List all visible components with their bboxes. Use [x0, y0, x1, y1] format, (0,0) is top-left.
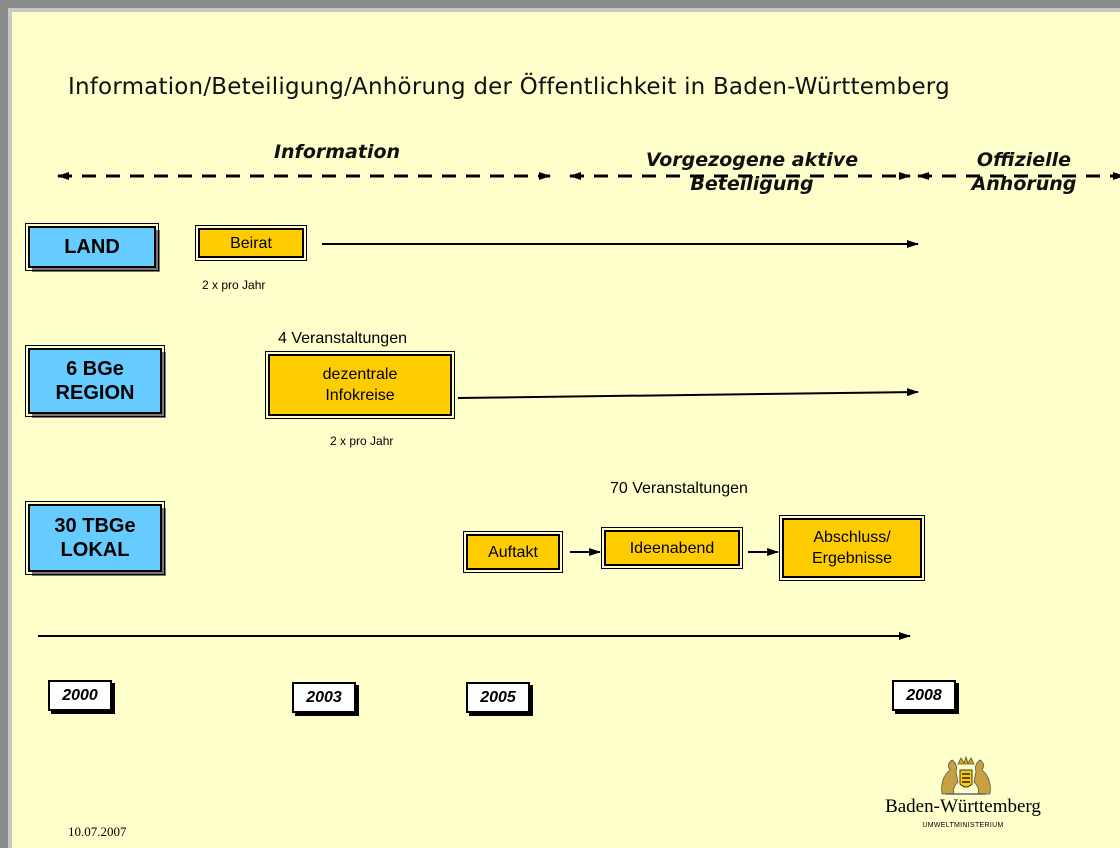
- year-2008: 2008: [892, 680, 956, 711]
- box-auftakt: Auftakt: [463, 531, 563, 573]
- infokreise-frequency: 2 x pro Jahr: [330, 434, 394, 448]
- phase-information: Information: [252, 140, 422, 164]
- box-infokreise-line1: dezentrale: [322, 366, 398, 383]
- box-abschluss-line2: Ergebnisse: [811, 550, 893, 567]
- level-land: LAND: [25, 223, 159, 271]
- box-beirat: Beirat: [195, 225, 307, 261]
- phase-offizielle: Offizielle Anhörung: [956, 148, 1092, 196]
- box-beirat-label: Beirat: [230, 234, 272, 252]
- brand-name: Baden-Württemberg: [885, 796, 1041, 817]
- box-ideenabend-label: Ideenabend: [629, 539, 715, 557]
- lokal-count: 70 Veranstaltungen: [610, 480, 748, 497]
- phase-offizielle-line2: Anhörung: [971, 173, 1077, 195]
- infokreise-arrow: [457, 388, 919, 399]
- level-region-line1: 6 BGe: [66, 358, 124, 380]
- level-land-label: LAND: [64, 236, 120, 258]
- box-abschluss: Abschluss/ Ergebnisse: [779, 515, 925, 581]
- year-2005: 2005: [466, 682, 530, 713]
- phase-offizielle-line1: Offizielle: [976, 149, 1072, 171]
- phase-vorgezogene-line1: Vorgezogene aktive: [645, 149, 859, 171]
- slide: Information/Beteiligung/Anhörung der Öff…: [8, 8, 1120, 848]
- level-region: 6 BGe REGION: [25, 345, 165, 417]
- coat-of-arms-icon: [941, 755, 991, 795]
- ministry-name: UMWELTMINISTERIUM: [922, 822, 1004, 829]
- level-region-line2: REGION: [55, 382, 135, 404]
- phase-vorgezogene: Vorgezogene aktive Beteiligung: [612, 148, 892, 196]
- box-infokreise: dezentrale Infokreise: [265, 351, 455, 419]
- connector-lines: [38, 172, 1120, 640]
- year-2000: 2000: [48, 680, 112, 711]
- level-lokal-line1: 30 TBGe: [54, 515, 136, 537]
- year-2003: 2003: [292, 682, 356, 713]
- box-infokreise-line2: Infokreise: [325, 387, 395, 404]
- level-lokal-line2: LOKAL: [60, 539, 130, 561]
- box-auftakt-label: Auftakt: [488, 543, 538, 561]
- infokreise-count: 4 Veranstaltungen: [278, 330, 407, 347]
- page-title: Information/Beteiligung/Anhörung der Öff…: [68, 74, 950, 100]
- box-ideenabend: Ideenabend: [601, 527, 743, 569]
- phase-vorgezogene-line2: Beteiligung: [690, 173, 814, 195]
- level-lokal: 30 TBGe LOKAL: [25, 501, 165, 575]
- phase-information-label: Information: [273, 141, 401, 163]
- box-abschluss-line1: Abschluss/: [813, 529, 891, 546]
- footer-date: 10.07.2007: [68, 824, 127, 839]
- beirat-frequency: 2 x pro Jahr: [202, 278, 266, 292]
